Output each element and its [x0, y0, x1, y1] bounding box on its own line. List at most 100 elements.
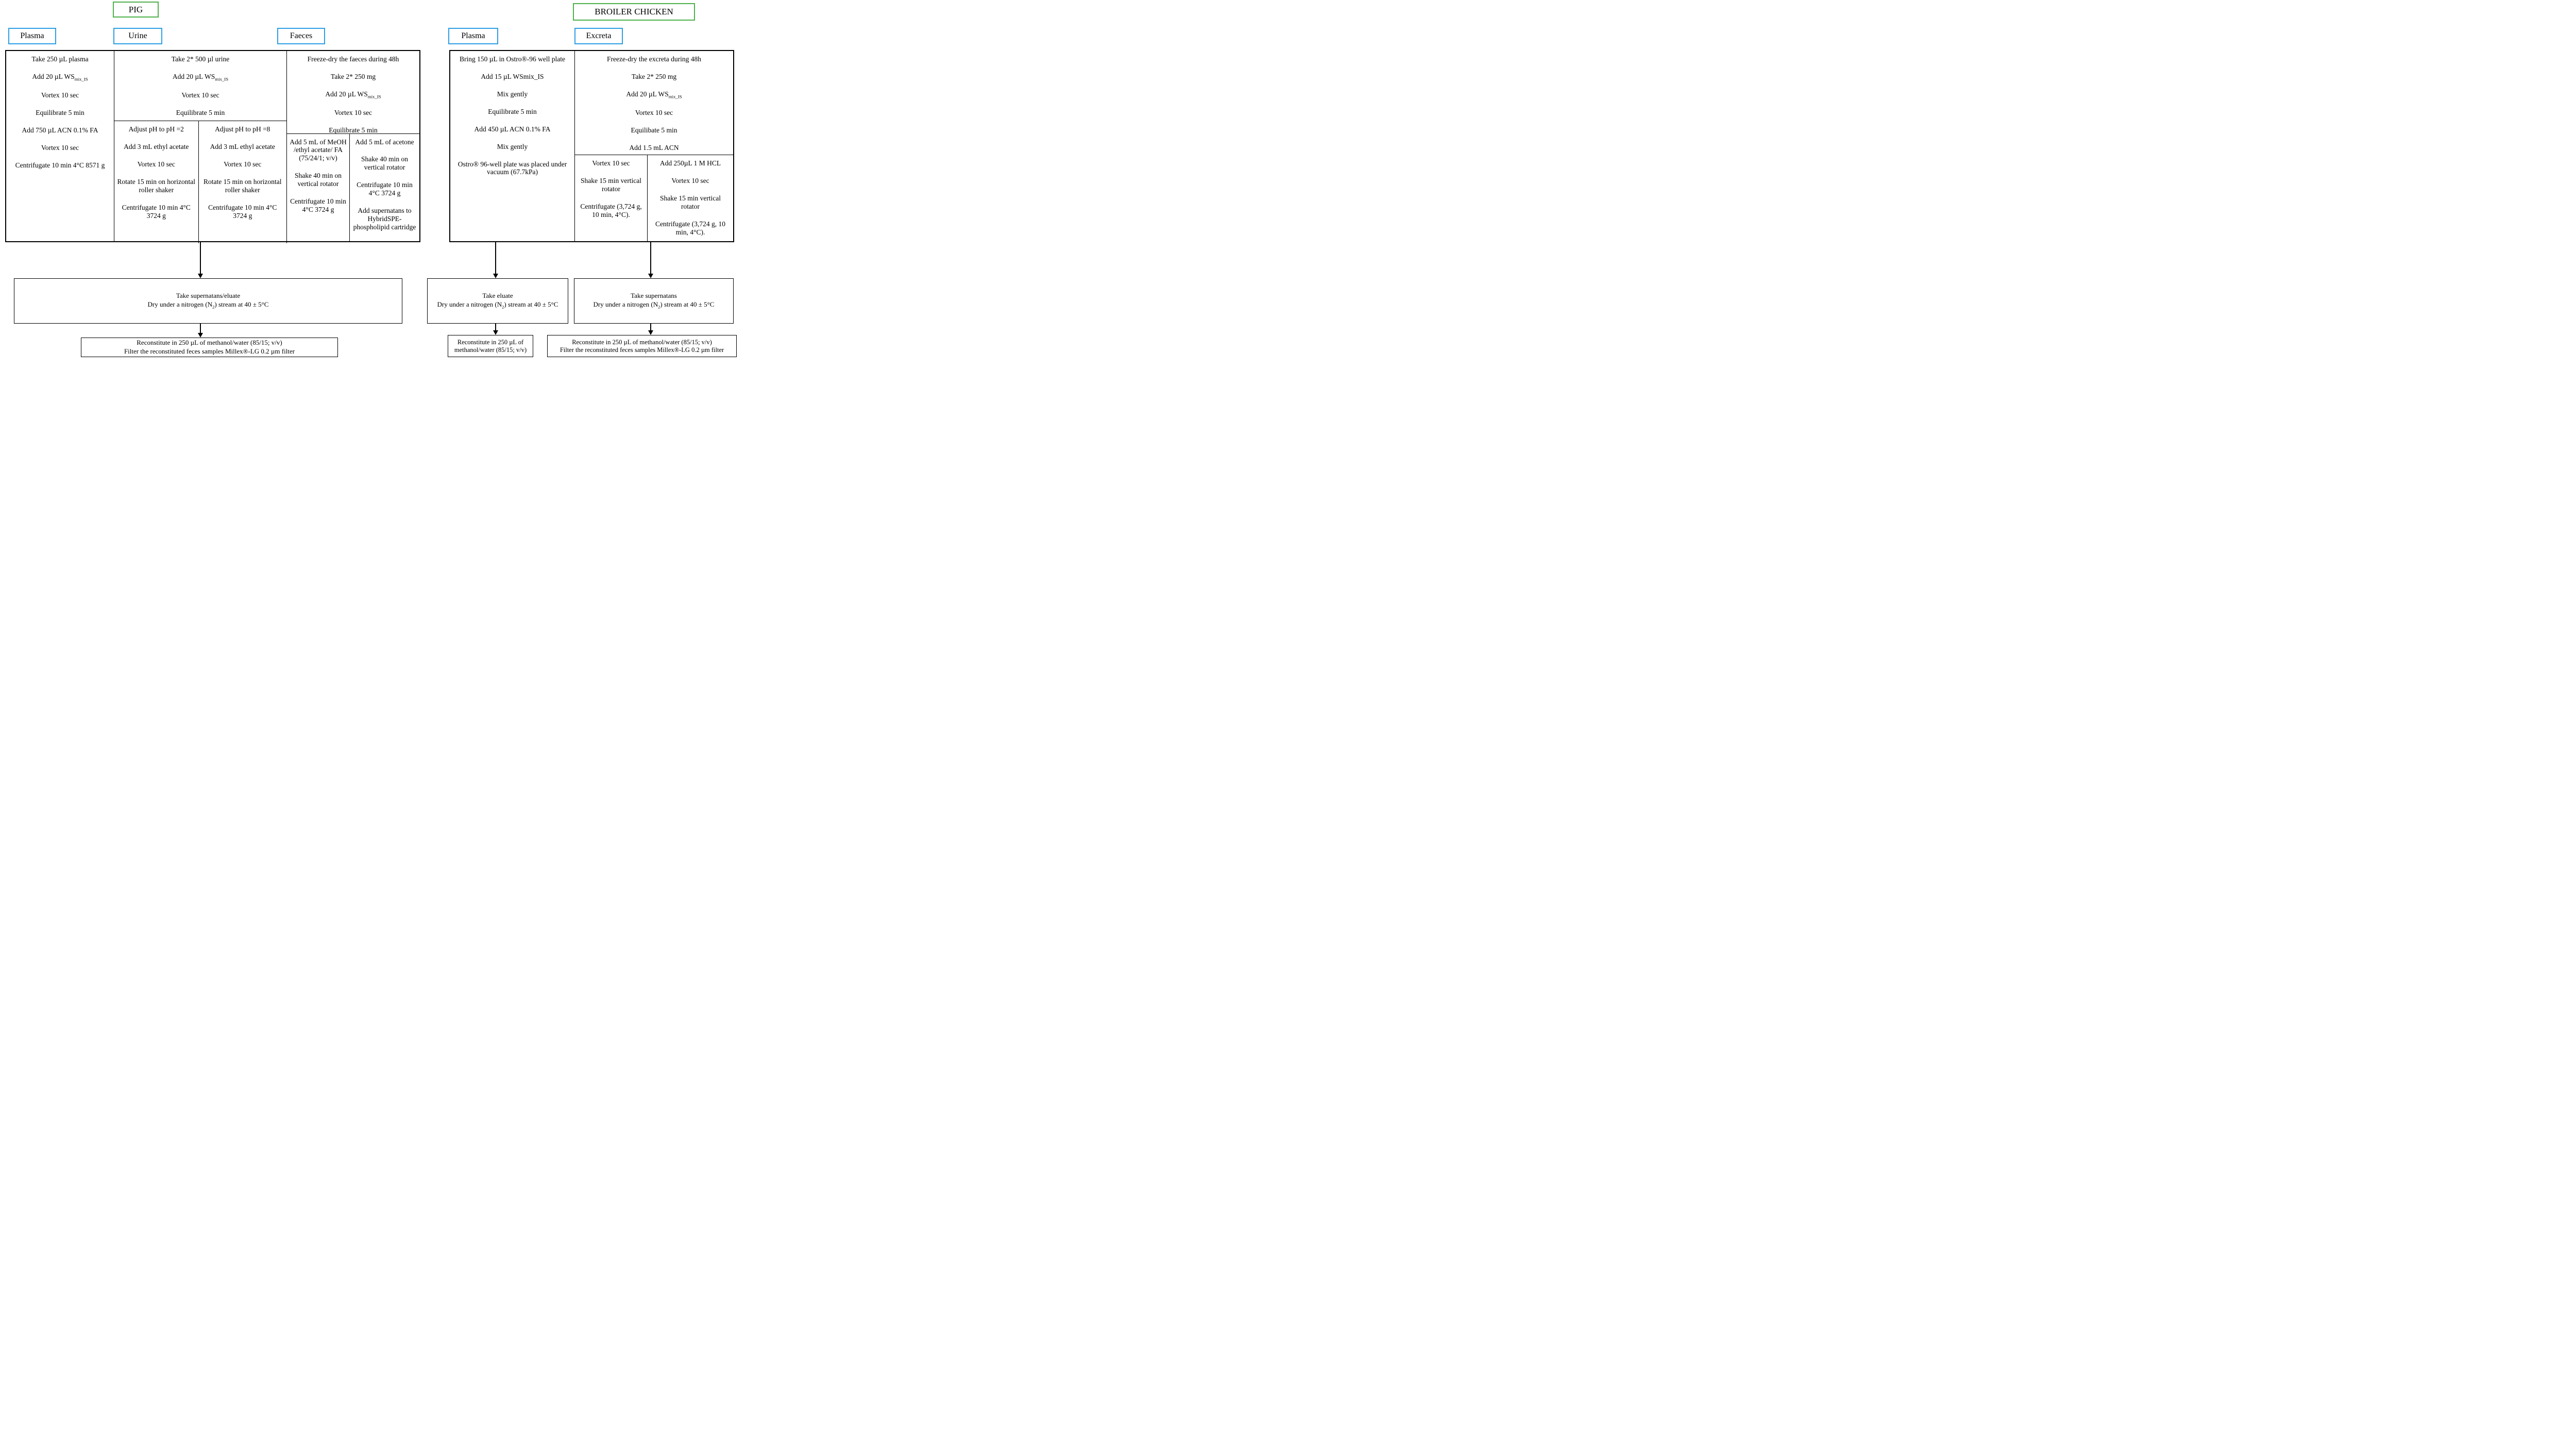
step-text: Take 2* 500 µl urine: [171, 55, 230, 63]
step-text: Centrifugate 10 min 4°C 3724 g: [357, 181, 413, 197]
step-text: Shake 40 min on vertical rotator: [294, 172, 342, 188]
step-text: Reconstitute in 250 µL of methanol/water…: [572, 339, 712, 346]
arrow-head: [493, 274, 498, 278]
step-text: Freeze-dry the excreta during 48h: [607, 55, 701, 63]
chicken-plasma-reconstitute-box: Reconstitute in 250 µL of methanol/water…: [448, 335, 533, 357]
step-text: Vortex 10 sec: [181, 91, 219, 99]
arrow-shaft: [650, 242, 651, 274]
step-text: Rotate 15 min on horizontal roller shake…: [117, 177, 195, 194]
step-text: Equilibrate 5 min: [36, 108, 84, 116]
broiler-chicken-header-box: BROILER CHICKEN: [573, 3, 695, 21]
step-text: Ostro® 96-well plate was placed under va…: [457, 160, 567, 176]
pig-faeces-label-box: Faeces: [277, 28, 325, 44]
arrow-shaft: [200, 242, 201, 274]
arrow-shaft: [650, 324, 651, 330]
step-text: Equilibrate 5 min: [176, 108, 225, 116]
step-text: Add 5 mL of acetone: [355, 138, 414, 146]
step-text: Take supernatans: [631, 292, 677, 300]
step-text: Filter the reconstituted feces samples M…: [124, 347, 295, 355]
step-text: Filter the reconstituted feces samples M…: [560, 346, 724, 354]
step-text: Vortex 10 sec: [334, 108, 372, 116]
step-text: Add 3 mL ethyl acetate: [124, 142, 189, 150]
step-text: Centrifugate 10 min 4°C 3724 g: [290, 197, 346, 214]
step-text: Add 20 µL WSmix_IS: [32, 72, 88, 82]
step-text: Add 3 mL ethyl acetate: [210, 142, 275, 150]
step-text: Vortex 10 sec: [41, 143, 79, 152]
arrow-head: [648, 274, 653, 278]
chicken-excreta-reconstitute-box: Reconstitute in 250 µL of methanol/water…: [547, 335, 737, 357]
sample-prep-flowchart: PIG BROILER CHICKEN Plasma Urine Faeces …: [0, 0, 738, 358]
step-text: Adjust pH to pH =8: [215, 125, 270, 133]
arrow-head: [197, 333, 203, 338]
step-text: Add 20 µL WSmix_IS: [325, 90, 381, 99]
pig-urine-ph8-cell: Adjust pH to pH =8 Add 3 mL ethyl acetate…: [199, 121, 287, 243]
step-text: Vortex 10 sec: [41, 91, 79, 99]
step-text: Add 750 µL ACN 0.1% FA: [22, 126, 98, 134]
broiler-chicken-header-label: BROILER CHICKEN: [595, 7, 673, 16]
step-text: Take supernatans/eluate: [176, 292, 241, 300]
step-text: Centrifugate 10 min 4°C 3724 g: [208, 203, 277, 220]
step-text: Equilibate 5 min: [631, 126, 677, 134]
pig-urine-label-box: Urine: [113, 28, 162, 44]
step-text: Centrifugate 10 min 4°C 3724 g: [122, 203, 191, 220]
step-text: Dry under a nitrogen (N2) stream at 40 ±…: [437, 300, 558, 310]
arrow-shaft: [495, 324, 496, 330]
step-text: Mix gently: [497, 142, 528, 150]
arrow-shaft: [200, 324, 201, 333]
step-text: Reconstitute in 250 µL of methanol/water…: [137, 339, 282, 347]
step-text: Take 2* 250 mg: [330, 72, 376, 80]
step-text: Vortex 10 sec: [592, 159, 630, 167]
step-text: Dry under a nitrogen (N2) stream at 40 ±…: [147, 300, 269, 310]
chicken-plasma-label: Plasma: [461, 31, 485, 40]
step-text: Vortex 10 sec: [224, 160, 262, 168]
chicken-excreta-label: Excreta: [586, 31, 612, 40]
step-text: Shake 40 min on vertical rotator: [361, 155, 409, 172]
step-text: Vortex 10 sec: [671, 176, 709, 184]
pig-faeces-label: Faeces: [290, 31, 313, 40]
step-text: Take eluate: [482, 292, 513, 300]
step-text: Add 250µL 1 M HCL: [659, 159, 721, 167]
step-text: Add 1.5 mL ACN: [629, 143, 679, 152]
step-text: Add 15 µL WSmix_IS: [481, 72, 544, 80]
step-text: Add supernatans to HybridSPE-phospholipi…: [353, 207, 416, 231]
step-text: Centrifugate (3,724 g, 10 min, 4°C).: [655, 220, 726, 236]
step-text: Add 450 µL ACN 0.1% FA: [474, 125, 551, 133]
pig-header-box: PIG: [113, 2, 159, 18]
step-text: Dry under a nitrogen (N2) stream at 40 ±…: [593, 300, 715, 310]
step-text: Equilibrate 5 min: [329, 126, 378, 134]
chicken-excreta-label-box: Excreta: [574, 28, 623, 44]
pig-urine-label: Urine: [128, 31, 147, 40]
step-text: Add 20 µL WSmix_IS: [626, 90, 682, 99]
step-text: Centrifugate (3,724 g, 10 min, 4°C).: [580, 202, 642, 218]
arrow-shaft: [495, 242, 496, 274]
step-text: Bring 150 µL in Ostro®-96 well plate: [459, 55, 565, 63]
step-text: Take 2* 250 mg: [631, 72, 677, 80]
step-text: Shake 15 min vertical rotator: [580, 176, 642, 193]
step-text: Shake 15 min vertical rotator: [659, 194, 721, 210]
step-text: Centrifugate 10 min 4°C 8571 g: [15, 161, 105, 169]
arrow-head: [197, 274, 203, 278]
step-text: Equilibrate 5 min: [488, 107, 537, 115]
step-text: Reconstitute in 250 µL of methanol/water…: [454, 339, 527, 354]
pig-faeces-meoh-cell: Add 5 mL of MeOH /ethyl acetate/ FA (75/…: [287, 133, 350, 241]
step-text: Add 20 µL WSmix_IS: [172, 72, 229, 82]
pig-reconstitute-box: Reconstitute in 250 µL of methanol/water…: [81, 338, 338, 357]
step-text: Vortex 10 sec: [635, 108, 673, 116]
step-text: Vortex 10 sec: [137, 160, 175, 168]
arrow-head: [648, 330, 653, 335]
chicken-plasma-label-box: Plasma: [448, 28, 498, 44]
pig-header-label: PIG: [128, 4, 143, 14]
pig-plasma-label-box: Plasma: [8, 28, 56, 44]
